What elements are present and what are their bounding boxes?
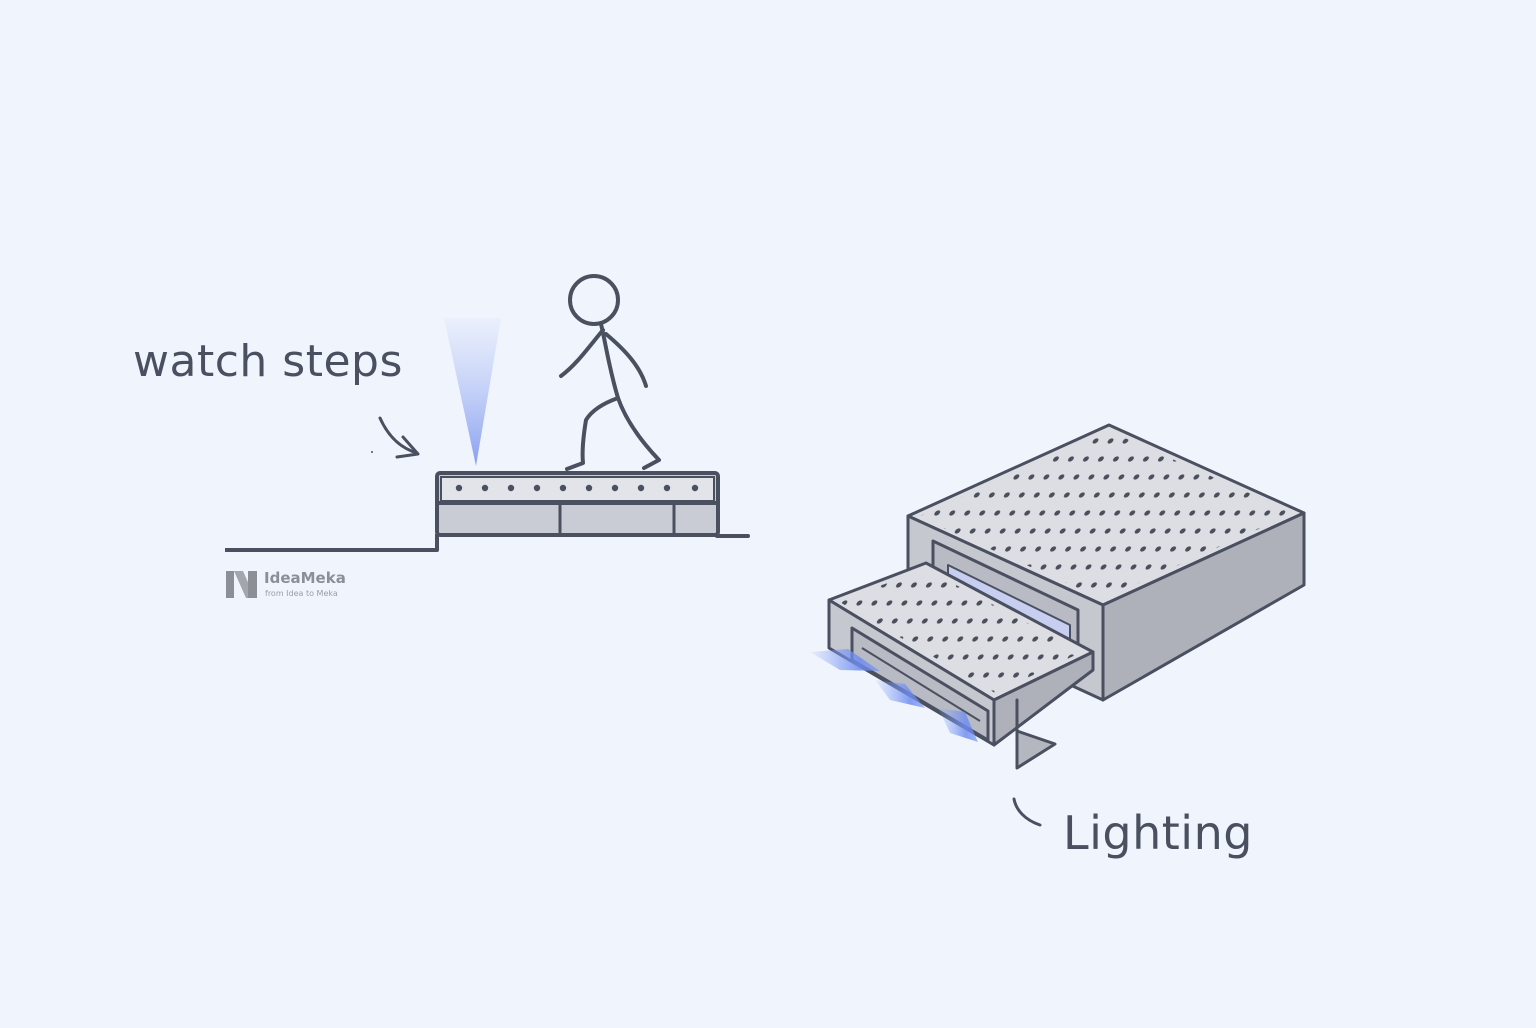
step-light-dots xyxy=(455,484,699,492)
arrow-icon xyxy=(371,416,420,459)
lighting-label: Lighting xyxy=(1063,806,1253,860)
ideameka-logo: IdeaMeka from Idea to Meka xyxy=(226,569,366,603)
light-beam-icon xyxy=(444,318,501,466)
lighting-pointer-icon xyxy=(1012,797,1042,827)
perforation-pattern xyxy=(838,431,1294,693)
ideameka-logo-icon xyxy=(226,571,257,598)
logo-name: IdeaMeka xyxy=(264,569,346,587)
watch-steps-label: watch steps xyxy=(133,336,403,387)
stick-figure-icon xyxy=(559,274,661,471)
logo-tagline: from Idea to Meka xyxy=(265,589,338,598)
ground-line xyxy=(225,534,750,552)
glow-icon xyxy=(810,649,978,742)
step-icon xyxy=(435,471,720,537)
